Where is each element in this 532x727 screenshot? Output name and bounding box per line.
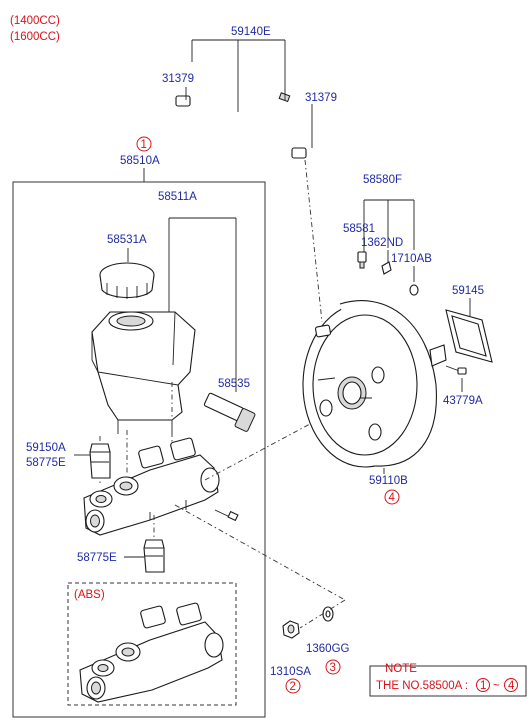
ref-1360gg: 3: [330, 662, 336, 674]
label-59145: 59145: [452, 285, 484, 297]
label-58510a: 58510A: [120, 155, 160, 167]
master-cylinder-box: [12, 181, 266, 718]
ref-circle-3: [325, 659, 341, 675]
leader-58580f: [363, 199, 415, 250]
vacuum-hose: [175, 86, 307, 159]
label-abs: (ABS): [74, 589, 105, 601]
label-58775e-upper: 58775E: [26, 457, 66, 469]
clevis-pin: [445, 365, 467, 375]
label-59110b: 59110B: [369, 475, 408, 487]
level-sensor: [203, 392, 256, 432]
hose-connection-line: [304, 159, 323, 323]
label-58775e-lower: 58775E: [77, 552, 117, 564]
note-ref-to: 4: [508, 680, 515, 692]
abs-box: [67, 582, 237, 706]
nut-guide-line: [299, 599, 346, 629]
check-valve-parts: [357, 251, 419, 296]
label-58580f: 58580F: [363, 174, 402, 186]
leader-58511a: [168, 217, 237, 378]
variant-1600cc: (1600CC): [10, 31, 60, 43]
label-58535: 58535: [218, 378, 250, 390]
ref-circle-2: [285, 678, 301, 694]
ref-circle-1: [136, 136, 152, 152]
label-58531a: 58531A: [107, 234, 147, 246]
fitting-lower: [143, 539, 165, 573]
abs-master-cylinder: [79, 602, 224, 703]
label-1362nd: 1362ND: [361, 237, 403, 249]
note-ref-from: 1: [480, 680, 486, 692]
leader-booster-small-parts: [363, 236, 415, 282]
washer: [322, 606, 334, 622]
note-tilde: ~: [493, 680, 500, 692]
note-text: THE NO.58500A :: [376, 680, 468, 692]
nut: [282, 620, 300, 639]
note-title: NOTE: [385, 663, 417, 675]
fitting-upper: [89, 443, 111, 479]
master-cylinder: [83, 437, 220, 536]
ref-1310sa: 2: [290, 681, 296, 693]
leader-59140e: [191, 39, 286, 112]
label-31379-right: 31379: [305, 92, 337, 104]
label-1710ab: 1710AB: [391, 253, 432, 265]
ref-circle-4: [384, 489, 400, 505]
gasket: [445, 309, 493, 363]
reservoir: [91, 311, 196, 434]
note-box: [369, 665, 527, 697]
label-59140e: 59140E: [231, 26, 271, 38]
variant-1400cc: (1400CC): [10, 15, 60, 27]
label-31379-left: 31379: [162, 73, 194, 85]
label-58511a: 58511A: [158, 191, 197, 203]
mount-line-lower: [174, 504, 346, 601]
brake-booster: [302, 300, 447, 468]
reservoir-cap: [99, 262, 155, 299]
ref-58510a: 1: [141, 139, 147, 151]
note-ref-from-circle: [476, 678, 490, 692]
label-59150a: 59150A: [26, 442, 66, 454]
label-43779a: 43779A: [443, 395, 483, 407]
label-1360gg: 1360GG: [306, 643, 350, 655]
label-58581: 58581: [343, 223, 375, 235]
label-1310sa: 1310SA: [270, 666, 311, 678]
ref-59110b: 4: [389, 492, 396, 504]
note-ref-to-circle: [504, 678, 518, 692]
